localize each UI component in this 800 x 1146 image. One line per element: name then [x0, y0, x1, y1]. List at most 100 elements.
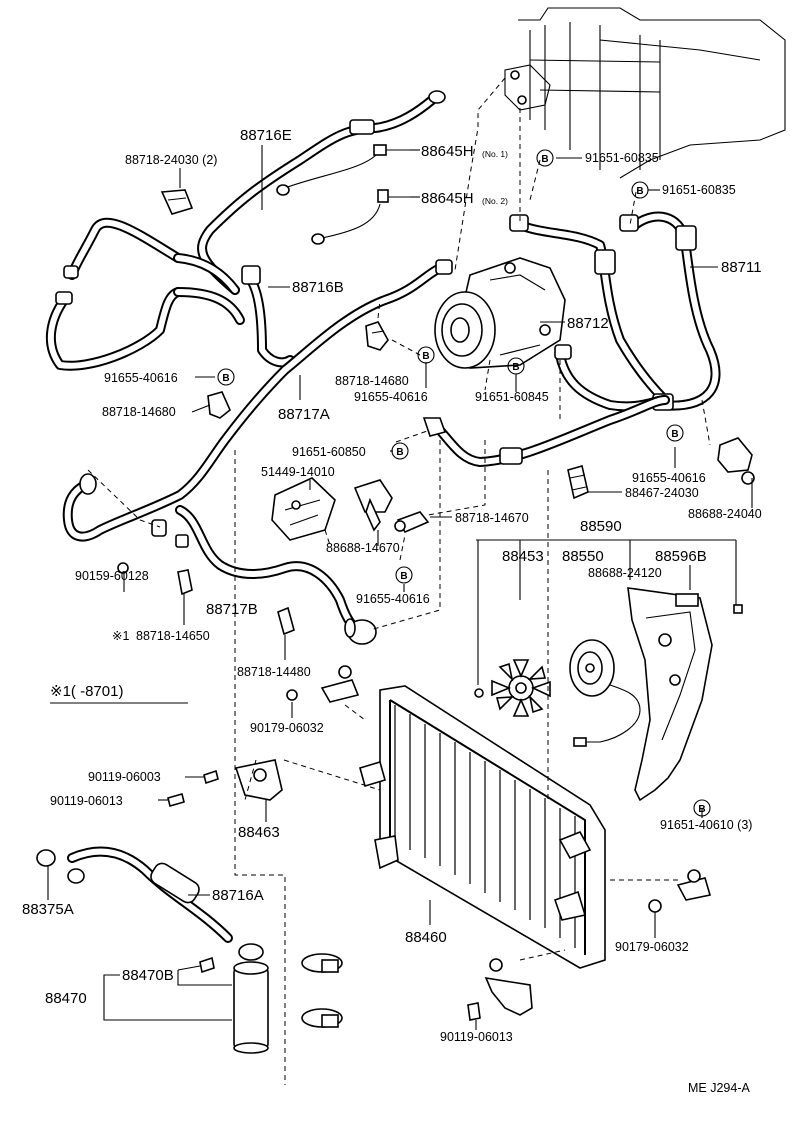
- b-marker-2: B: [631, 181, 649, 199]
- clip-88718-14480[interactable]: [277, 606, 295, 636]
- label-88718-14480: 88718-14480: [237, 665, 311, 679]
- pressure-switch-no1[interactable]: [276, 144, 410, 196]
- compressor-88712[interactable]: [434, 257, 566, 369]
- label-90159-60128: 90159-60128: [75, 569, 149, 583]
- label-88711: 88711: [721, 259, 762, 276]
- svg-text:B: B: [512, 362, 519, 373]
- label-91655-40616-c: 91655-40616: [632, 471, 706, 485]
- label-88550: 88550: [562, 548, 604, 565]
- label-91651-40610: 91651-40610 (3): [660, 818, 752, 832]
- engine-block: [504, 7, 786, 179]
- label-88463: 88463: [238, 824, 280, 841]
- bolt-90159-60128[interactable]: [117, 562, 129, 574]
- clamp-88467-24030[interactable]: [567, 464, 589, 500]
- svg-text:B: B: [422, 351, 429, 362]
- bracket-88463[interactable]: [234, 759, 283, 801]
- labels: 88716E 88718-24030 (2) 88645H (No. 1) 88…: [22, 127, 762, 1095]
- label-88718-24030: 88718-24030 (2): [125, 153, 217, 167]
- bolt-90119-06013-b[interactable]: [467, 1002, 481, 1021]
- label-90119-06013-a: 90119-06013: [50, 794, 123, 808]
- label-88688-14670: 88688-14670: [326, 541, 400, 555]
- label-91655-40616-d: 91655-40616: [356, 592, 430, 606]
- clip-88718-14650[interactable]: [177, 569, 193, 596]
- label-88718-14650-mark: ※1: [112, 629, 129, 643]
- label-88645H-no2: 88645H: [421, 190, 474, 207]
- pipe-88711[interactable]: [509, 211, 721, 411]
- label-88717B: 88717B: [206, 601, 258, 618]
- clamp-88718-24030[interactable]: [160, 189, 194, 215]
- bolt-90119-06003[interactable]: [203, 769, 219, 785]
- label-88470B: 88470B: [122, 967, 174, 984]
- leader-lines: [47, 145, 753, 1030]
- label-88718-14680-b: 88718-14680: [102, 405, 176, 419]
- pipe-88716B[interactable]: [241, 265, 295, 368]
- label-88375A: 88375A: [22, 901, 74, 918]
- b-marker-7: B: [666, 424, 684, 442]
- mount-upper[interactable]: [320, 665, 360, 703]
- b-marker-6: B: [391, 442, 409, 460]
- receiver-88470[interactable]: [233, 943, 269, 1054]
- liquid-line[interactable]: [422, 344, 670, 467]
- pipe-88717A[interactable]: [62, 259, 453, 542]
- pressure-switch-no2[interactable]: [311, 189, 410, 245]
- bracket-88688-24040[interactable]: [717, 437, 755, 485]
- label-90179-06032-a: 90179-06032: [250, 721, 324, 735]
- label-88688-24120: 88688-24120: [588, 566, 662, 580]
- mount-bottom[interactable]: [484, 958, 533, 1016]
- left-hose-assembly[interactable]: [45, 217, 245, 371]
- label-90119-06013-b: 90119-06013: [440, 1030, 513, 1044]
- pipe-88716A[interactable]: [67, 846, 233, 943]
- b-marker-5: B: [507, 357, 525, 375]
- fitting-88718-14670[interactable]: [394, 511, 430, 534]
- pipe-88717B[interactable]: [151, 505, 377, 645]
- label-88453: 88453: [502, 548, 544, 565]
- label-88645H-no1: 88645H: [421, 143, 474, 160]
- b-marker-4: B: [417, 346, 435, 364]
- label-88712: 88712: [567, 315, 609, 332]
- svg-text:B: B: [541, 154, 548, 165]
- fitting-88375A[interactable]: [36, 849, 56, 867]
- label-91651-60845: 91651-60845: [475, 390, 549, 404]
- label-88716E: 88716E: [240, 127, 292, 144]
- label-88645H-no1-note: (No. 1): [482, 149, 508, 159]
- b-marker-8: B: [395, 566, 413, 584]
- label-88470: 88470: [45, 990, 87, 1007]
- plug-88470B[interactable]: [199, 956, 215, 974]
- condenser-88460[interactable]: [359, 685, 606, 969]
- clamp-88688-14670[interactable]: [353, 479, 393, 532]
- bolt-fan-screw[interactable]: [474, 688, 484, 698]
- band-clamp-upper[interactable]: [301, 953, 343, 973]
- shroud-88596B[interactable]: [627, 587, 743, 802]
- label-88688-24040: 88688-24040: [688, 507, 762, 521]
- clamp-88718-14680-center[interactable]: [365, 321, 389, 351]
- note-serial-range: ※1( -8701): [50, 683, 123, 700]
- label-88716B: 88716B: [292, 279, 344, 296]
- footer-code: ME J294-A: [688, 1081, 750, 1095]
- label-88645H-no2-note: (No. 2): [482, 196, 508, 206]
- label-88716A: 88716A: [212, 887, 264, 904]
- label-91655-40616-b: 91655-40616: [354, 390, 428, 404]
- band-clamp-lower[interactable]: [301, 1008, 343, 1028]
- nut-90179-06032-a[interactable]: [286, 689, 298, 701]
- b-marker-1: B: [536, 149, 554, 167]
- label-91655-40616-a: 91655-40616: [104, 371, 178, 385]
- mount-right[interactable]: [676, 869, 712, 901]
- bolt-90119-06013-a[interactable]: [167, 793, 185, 807]
- svg-text:B: B: [636, 186, 643, 197]
- label-88460: 88460: [405, 929, 447, 946]
- label-88467-24030: 88467-24030: [625, 486, 699, 500]
- label-88717A: 88717A: [278, 406, 330, 423]
- svg-text:B: B: [400, 571, 407, 582]
- clamp-88718-14680-left[interactable]: [207, 391, 231, 419]
- label-91651-60835-a: 91651-60835: [585, 151, 659, 165]
- alignment-lines: [87, 77, 711, 1085]
- nut-90179-06032-b[interactable]: [648, 899, 662, 913]
- pipe-88716E[interactable]: [197, 90, 446, 295]
- label-91651-60835-b: 91651-60835: [662, 183, 736, 197]
- b-marker-3: B: [217, 368, 235, 386]
- label-88718-14650: 88718-14650: [136, 629, 210, 643]
- label-90119-06003: 90119-06003: [88, 770, 161, 784]
- motor-88550[interactable]: [569, 639, 641, 747]
- fan-88453[interactable]: [491, 659, 551, 717]
- label-88596B: 88596B: [655, 548, 707, 565]
